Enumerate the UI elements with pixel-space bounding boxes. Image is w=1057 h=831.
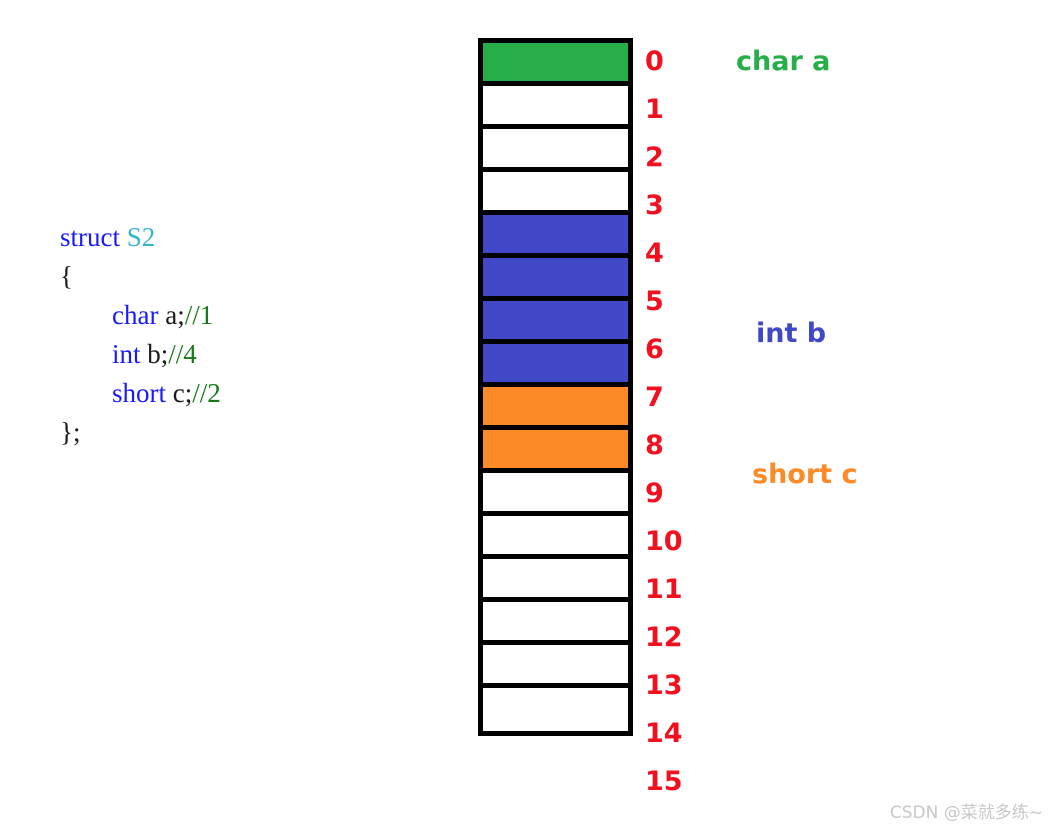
memory-cell-14 — [483, 645, 628, 688]
line-open-brace: { — [60, 257, 221, 296]
line-short-c: short c;//2 — [60, 374, 221, 413]
memory-layout-grid — [478, 38, 633, 736]
line-struct: struct S2 — [60, 218, 221, 257]
memory-cell-8 — [483, 387, 628, 430]
byte-index-2: 2 — [645, 142, 664, 173]
byte-index-4: 4 — [645, 238, 664, 269]
memory-cell-7 — [483, 344, 628, 387]
line-char-a: char a;//1 — [60, 296, 221, 335]
byte-index-15: 15 — [645, 766, 683, 797]
code-token: c; — [172, 378, 193, 408]
memory-cell-2 — [483, 129, 628, 172]
memory-cell-6 — [483, 301, 628, 344]
memory-cell-13 — [483, 602, 628, 645]
byte-index-10: 10 — [645, 526, 683, 557]
line-close-brace: }; — [60, 413, 221, 452]
memory-cell-0 — [483, 43, 628, 86]
memory-cell-3 — [483, 172, 628, 215]
byte-index-3: 3 — [645, 190, 664, 221]
code-token: //4 — [168, 339, 197, 369]
memory-cell-15 — [483, 688, 628, 731]
field-label-short-c: short c — [752, 459, 858, 490]
code-token: }; — [60, 417, 81, 447]
code-token: //1 — [184, 300, 214, 330]
memory-cell-1 — [483, 86, 628, 129]
code-token: int — [112, 339, 148, 369]
code-token: short — [112, 378, 173, 408]
line-int-b: int b;//4 — [60, 335, 221, 374]
byte-index-12: 12 — [645, 622, 683, 653]
byte-index-0: 0 — [645, 46, 664, 77]
memory-cell-5 — [483, 258, 628, 301]
byte-index-6: 6 — [645, 334, 664, 365]
memory-cell-10 — [483, 473, 628, 516]
byte-index-7: 7 — [645, 382, 664, 413]
code-token: char — [112, 300, 166, 330]
byte-index-8: 8 — [645, 430, 664, 461]
byte-index-5: 5 — [645, 286, 664, 317]
code-token: S2 — [126, 222, 156, 252]
byte-index-11: 11 — [645, 574, 683, 605]
byte-index-13: 13 — [645, 670, 683, 701]
memory-cell-12 — [483, 559, 628, 602]
code-token: b; — [147, 339, 169, 369]
memory-cell-11 — [483, 516, 628, 559]
memory-cell-9 — [483, 430, 628, 473]
code-token: struct — [60, 222, 127, 252]
field-label-char-a: char a — [736, 46, 831, 77]
byte-index-14: 14 — [645, 718, 683, 749]
memory-cell-4 — [483, 215, 628, 258]
field-label-int-b: int b — [756, 318, 827, 349]
csdn-watermark: CSDN @菜就多练~ — [889, 803, 1043, 823]
code-token: a; — [165, 300, 185, 330]
code-token: { — [60, 261, 73, 291]
byte-index-1: 1 — [645, 94, 664, 125]
code-token: //2 — [192, 378, 221, 408]
byte-index-9: 9 — [645, 478, 664, 509]
